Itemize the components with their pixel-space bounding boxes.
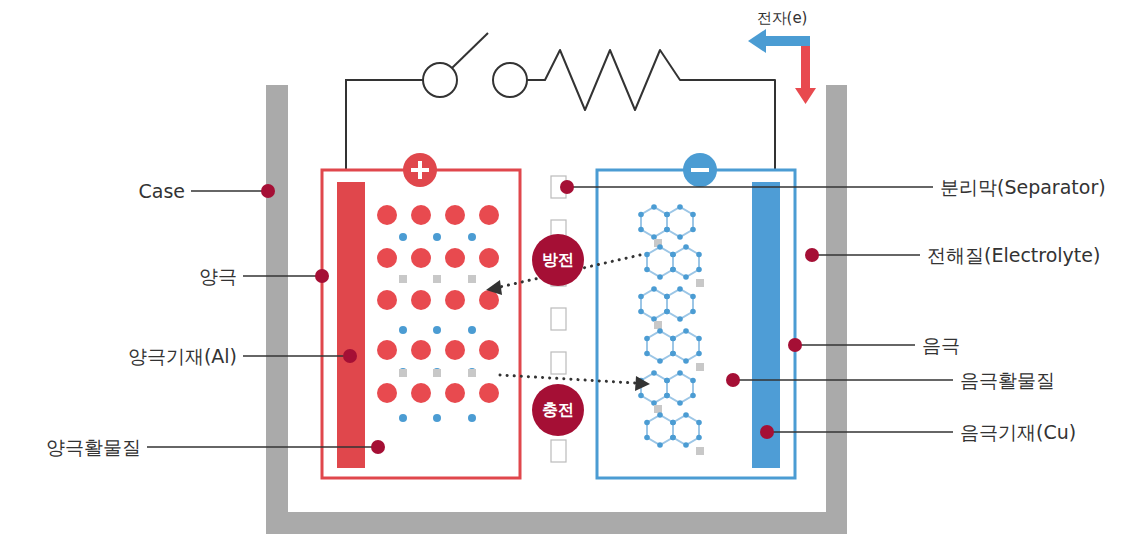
charge-arrow-head: [635, 376, 650, 391]
charge-state-circle: 방전: [532, 234, 584, 286]
part-label: Case: [139, 181, 186, 202]
part-label: 전자(e): [757, 10, 808, 27]
part-label: 전해질(Electrolyte): [927, 245, 1100, 266]
part-label: 음극기재(Cu): [960, 422, 1076, 443]
part-label: 양극: [199, 266, 237, 287]
minus-sign: [691, 168, 709, 172]
part-label: 양극활물질: [46, 437, 141, 458]
part-label: 음극: [922, 335, 960, 356]
part-label: 분리막(Separator): [940, 177, 1106, 198]
discharge-arrow-head: [486, 280, 502, 295]
anode-collector: [752, 182, 780, 468]
graphite-layers: [638, 204, 704, 455]
electron-arrow-head: [748, 29, 766, 53]
minus-terminal: [683, 153, 717, 187]
cathode-particles: [377, 205, 499, 422]
cathode-collector: [337, 182, 365, 468]
case-wall: [266, 85, 847, 534]
switch-terminal: [423, 63, 457, 97]
current-arrow: [801, 46, 810, 90]
plus-sign: [411, 161, 429, 179]
part-label: 양극기재(Al): [128, 346, 237, 367]
node-text: 방전: [542, 250, 574, 271]
leader-lines: [147, 187, 953, 447]
switch-terminal: [493, 63, 527, 97]
switch-lever: [452, 33, 488, 68]
leader-dots: [261, 180, 819, 454]
electron-arrow: [762, 36, 810, 46]
plus-terminal: [403, 153, 437, 187]
charge-state-circle: 충전: [532, 384, 584, 436]
cathode-box: [322, 170, 520, 478]
current-arrow-head: [795, 88, 816, 104]
part-label: 음극활물질: [960, 370, 1055, 391]
anode-box: [597, 170, 795, 478]
charge-flow: [500, 375, 635, 383]
resistor-symbol: [527, 50, 775, 170]
node-text: 충전: [542, 400, 574, 421]
